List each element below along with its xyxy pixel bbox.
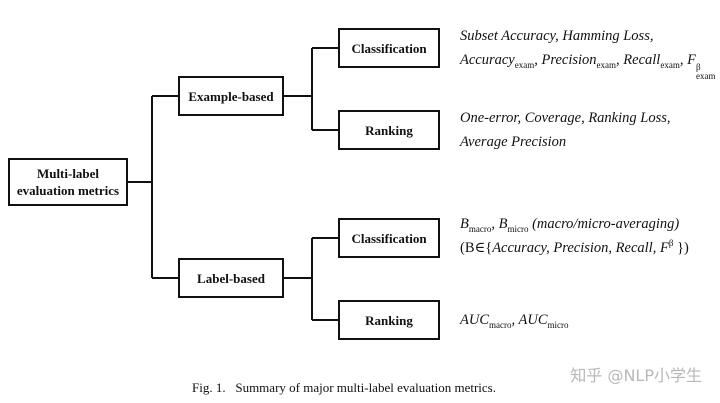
metrics-label-classification-line1: Bmacro, Bmicro (macro/micro-averaging)	[460, 216, 680, 234]
metrics-label-classification: Bmacro, Bmicro (macro/micro-averaging) (…	[460, 212, 689, 260]
metrics-label-ranking-line1: AUCmacro, AUCmicro	[460, 312, 569, 330]
metrics-label-classification-line2: (B∈{Accuracy, Precision, Recall, Fβ })	[460, 238, 689, 256]
root-node-multi-label-evaluation-metrics: Multi-label evaluation metrics	[8, 158, 128, 206]
node-example-ranking: Ranking	[338, 110, 440, 150]
metrics-label-ranking: AUCmacro, AUCmicro	[460, 308, 569, 332]
metrics-example-classification-line1: Subset Accuracy, Hamming Loss,	[460, 28, 654, 44]
metrics-example-ranking: One-error, Coverage, Ranking Loss, Avera…	[460, 106, 671, 154]
node-example-based: Example-based	[178, 76, 284, 116]
node-label-classification: Classification	[338, 218, 440, 258]
node-example-classification: Classification	[338, 28, 440, 68]
root-node-line2: evaluation metrics	[16, 183, 120, 198]
metrics-example-ranking-line2: Average Precision	[460, 134, 567, 150]
node-label-based: Label-based	[178, 258, 284, 298]
metrics-example-classification: Subset Accuracy, Hamming Loss, Accuracye…	[460, 24, 715, 81]
root-node-line1: Multi-label	[36, 166, 100, 181]
metrics-example-classification-line2: Accuracyexam, Precisionexam, Recallexam,…	[460, 52, 716, 81]
figure-caption: Fig. 1. Summary of major multi-label eva…	[192, 380, 496, 395]
metrics-example-ranking-line1: One-error, Coverage, Ranking Loss,	[460, 110, 671, 126]
node-label-ranking: Ranking	[338, 300, 440, 340]
watermark: 知乎 @NLP小学生	[570, 366, 702, 385]
